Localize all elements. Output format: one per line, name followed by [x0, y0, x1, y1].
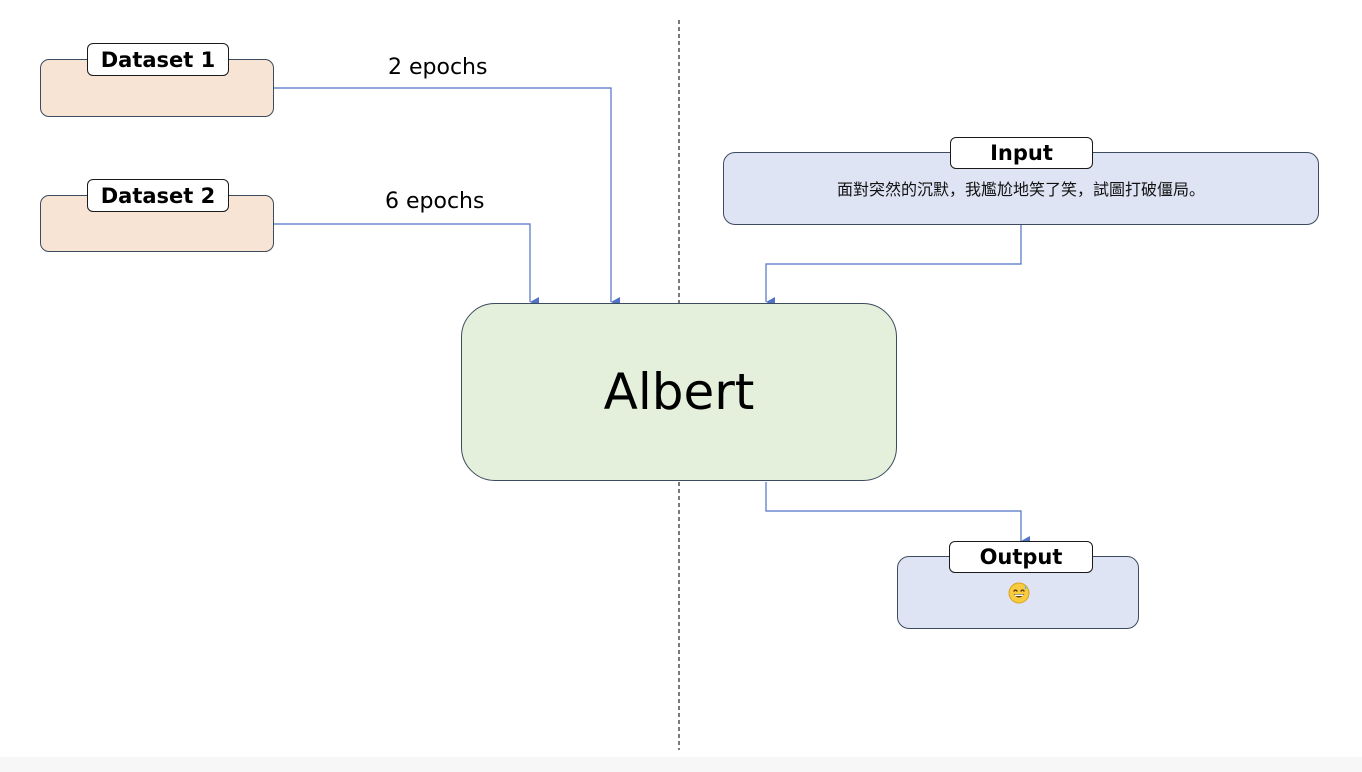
arrow-dataset1-to-model — [274, 87, 620, 307]
arrow-model-to-output — [765, 482, 1030, 546]
dataset-1-box — [40, 59, 274, 117]
input-tag: Input — [950, 137, 1093, 169]
albert-model-box — [461, 303, 897, 481]
dataset-1-epochs-label: 2 epochs — [388, 55, 488, 80]
albert-model-label: Albert — [603, 363, 755, 421]
dataset-2-epochs-label: 6 epochs — [385, 189, 485, 214]
dataset-2-tag: Dataset 2 — [87, 179, 229, 212]
input-sentence: 面對突然的沉默，我尷尬地笑了笑，試圖打破僵局。 — [836, 180, 1205, 199]
output-tag: Output — [949, 541, 1093, 573]
grinning-sweat-emoji-icon — [1008, 582, 1030, 604]
arrow-input-to-model — [765, 225, 1022, 307]
dataset-1-tag: Dataset 1 — [87, 43, 229, 76]
bottom-strip — [0, 757, 1362, 772]
arrow-dataset2-to-model — [274, 223, 539, 307]
